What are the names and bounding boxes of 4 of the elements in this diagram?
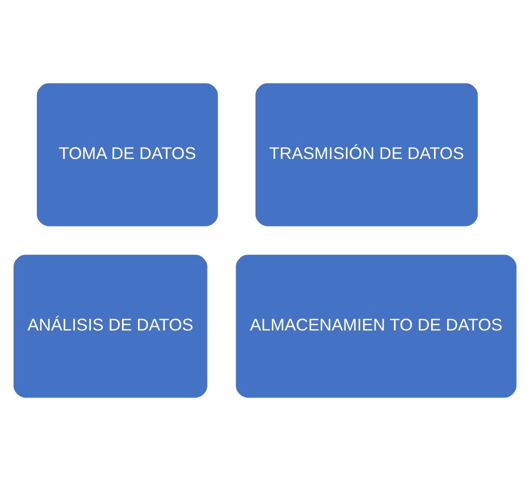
node-box: ALMACENAMIEN TO DE DATOS: [234, 252, 519, 400]
node-box: ANÁLISIS DE DATOS: [11, 252, 210, 400]
node-box: TRASMISIÓN DE DATOS: [253, 80, 480, 228]
node-box: TOMA DE DATOS: [34, 80, 220, 228]
